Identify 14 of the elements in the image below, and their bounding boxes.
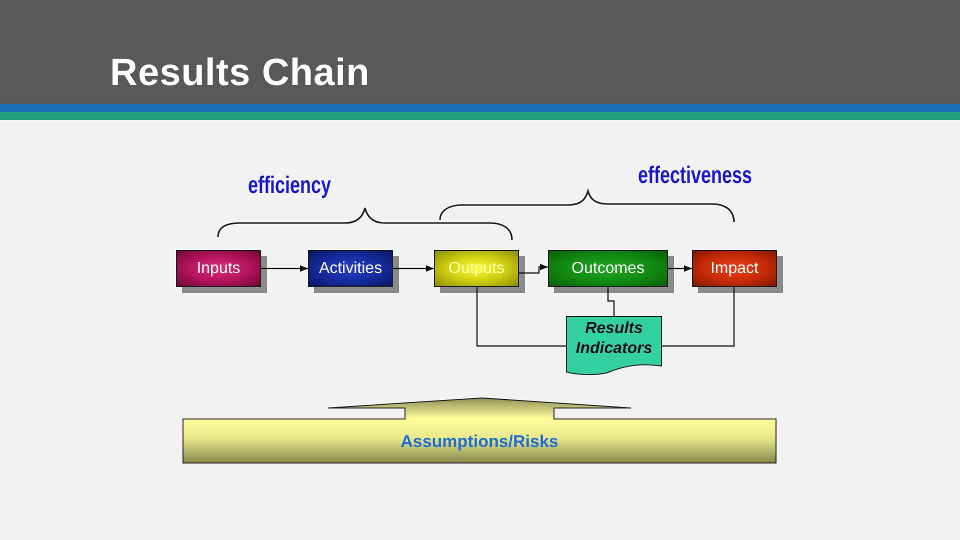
arrow [261, 265, 308, 272]
arrow [393, 265, 434, 272]
banner-arrow-shape [182, 397, 777, 464]
arrow [519, 264, 548, 274]
node-label: Assumptions/Risks [400, 430, 558, 453]
bracket-label: effectiveness [638, 164, 752, 188]
slide-title: Results Chain [110, 54, 370, 92]
arrow [668, 265, 692, 272]
connector-line [476, 287, 566, 347]
connector-line [662, 287, 735, 347]
connector-line [607, 287, 615, 316]
node-label: Results Indicators [574, 319, 654, 359]
bracket-label: efficiency [248, 174, 332, 198]
document-shape [566, 316, 662, 376]
